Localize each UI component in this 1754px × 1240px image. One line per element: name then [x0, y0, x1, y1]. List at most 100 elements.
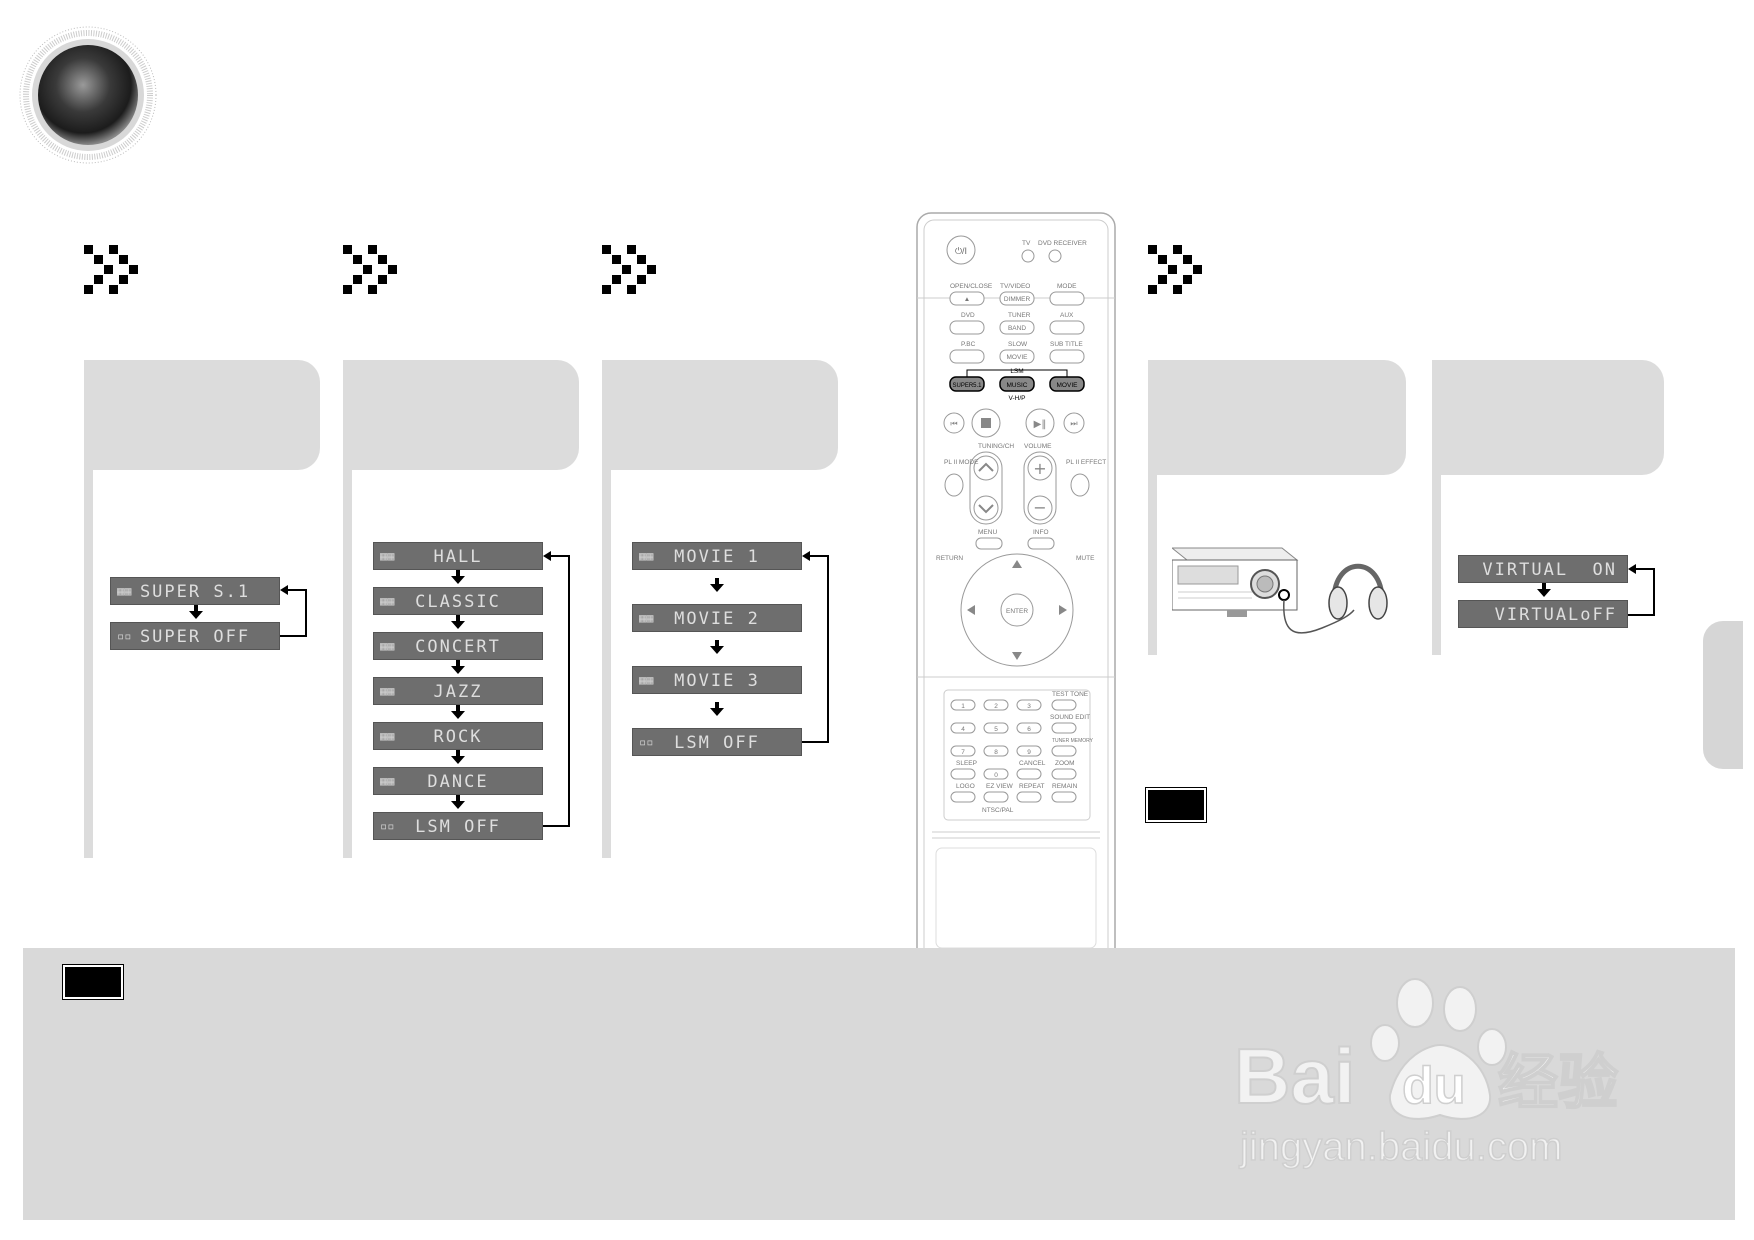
- ez-view-button[interactable]: [983, 791, 1009, 803]
- dimmer-label: DIMMER: [1004, 296, 1031, 303]
- lcd-text: CONCERT: [415, 637, 501, 657]
- num-9-button[interactable]: [1016, 745, 1042, 757]
- chevron-down-icon: [978, 504, 994, 514]
- speaker-grid-icon: ▦▦: [380, 549, 395, 563]
- lcd-text: DANCE: [427, 772, 489, 792]
- minus-icon: −: [1033, 498, 1046, 517]
- loop-arrow: [802, 551, 829, 743]
- watermark-brand: Bai: [1234, 1032, 1355, 1120]
- num-6-button[interactable]: [1016, 722, 1042, 734]
- step-panel-header: [602, 360, 838, 470]
- movie-button[interactable]: [1049, 376, 1085, 392]
- chevron-marker-icon: [84, 245, 138, 294]
- num-0-button[interactable]: [983, 768, 1009, 780]
- dvd-button[interactable]: [949, 320, 985, 335]
- logo-button[interactable]: [950, 791, 976, 803]
- tuning-label: TUNING/CH: [978, 443, 1014, 450]
- step-panel-header: [84, 360, 320, 470]
- eject-icon: ▲: [964, 296, 970, 303]
- plus-icon: +: [1033, 459, 1046, 478]
- arrow-right-icon: [1059, 605, 1067, 615]
- num-3-button[interactable]: [1016, 699, 1042, 711]
- mode-label: MODE: [1057, 283, 1077, 290]
- open-close-label: OPEN/CLOSE: [950, 283, 993, 290]
- cancel-button[interactable]: [1016, 768, 1042, 780]
- skip-back-icon: ⏮: [950, 419, 957, 428]
- play-pause-button[interactable]: [1025, 408, 1055, 438]
- tuner-memory-button[interactable]: [1051, 745, 1077, 757]
- enter-button[interactable]: [1000, 593, 1034, 627]
- lcd-display: ▫▫LSM OFF: [373, 812, 543, 840]
- info-button[interactable]: [1027, 537, 1055, 550]
- remote-control: ⏻/I TV DVD RECEIVER OPEN/CLOSE TV/VIDEO …: [916, 212, 1116, 966]
- ez-view-label: EZ VIEW: [986, 783, 1014, 790]
- enter-label: ENTER: [1006, 608, 1028, 615]
- music-button[interactable]: [999, 376, 1035, 392]
- lcd-display: ▦▦CLASSIC: [373, 587, 543, 615]
- numpad: 1 2 3 4 5 6 7 8 9 SLEEP CANCEL 0 LOGO EZ…: [950, 691, 1094, 814]
- next-button[interactable]: [1063, 412, 1085, 434]
- volume-label: VOLUME: [1024, 443, 1052, 450]
- sound-edit-button[interactable]: [1051, 722, 1077, 734]
- remain-button[interactable]: [1051, 791, 1077, 803]
- tuner-memory-label: TUNER MEMORY: [1052, 738, 1094, 744]
- step-panel-header: [1148, 360, 1406, 475]
- lcd-text: MOVIE 2: [674, 609, 760, 629]
- speaker-grid-icon: ▦▦: [639, 549, 654, 563]
- menu-button[interactable]: [975, 537, 1003, 550]
- pbc-button[interactable]: [949, 349, 985, 364]
- step-panel-header: [343, 360, 579, 470]
- arrow-down-icon: [451, 750, 465, 764]
- chevron-up-icon: [978, 462, 994, 472]
- speaker-grid-icon: ▦▦: [380, 729, 395, 743]
- aux-button[interactable]: [1049, 320, 1085, 335]
- super51-button[interactable]: [949, 376, 985, 392]
- subtitle-button[interactable]: [1049, 349, 1085, 364]
- sound-edit-label: SOUND EDIT: [1050, 714, 1090, 721]
- num-4-button[interactable]: [950, 722, 976, 734]
- slow-button[interactable]: [999, 349, 1035, 364]
- step-panel-rail: [1148, 475, 1157, 655]
- lcd-text: ROCK: [433, 727, 483, 747]
- chevron-marker-icon: [343, 245, 397, 294]
- baidu-watermark-logo: Bai du 经验 jingyan.baidu.com: [1233, 978, 1619, 1170]
- loop-arrow: [543, 551, 570, 827]
- note-box: [62, 964, 124, 1000]
- music-label: MUSIC: [1007, 382, 1028, 389]
- zoom-button[interactable]: [1051, 768, 1077, 780]
- chevron-marker-icon: [602, 245, 656, 294]
- step-panel-rail: [84, 470, 93, 858]
- num-1-button[interactable]: [950, 699, 976, 711]
- open-close-button[interactable]: [949, 291, 985, 306]
- test-tone-button[interactable]: [1051, 699, 1077, 711]
- mode-button[interactable]: [1049, 291, 1085, 306]
- num-2-button[interactable]: [983, 699, 1009, 711]
- speaker-grid-icon: ▦▦: [380, 594, 395, 608]
- step-panel-header: [1432, 360, 1664, 475]
- power-label: ⏻/I: [955, 246, 967, 256]
- lcd-text: JAZZ: [433, 682, 483, 702]
- num-label: 1: [961, 703, 965, 710]
- pl2-effect-button[interactable]: [1070, 473, 1090, 497]
- pl2-mode-button[interactable]: [944, 473, 964, 497]
- speaker-off-icon: ▫▫: [639, 735, 654, 749]
- repeat-button[interactable]: [1016, 791, 1042, 803]
- lcd-text: SUPER OFF: [139, 627, 251, 647]
- cancel-label: CANCEL: [1019, 760, 1046, 767]
- tv-video-button[interactable]: [999, 291, 1035, 306]
- prev-button[interactable]: [943, 412, 965, 434]
- lcd-display: ▦▦DANCE: [373, 767, 543, 795]
- num-7-button[interactable]: [950, 745, 976, 757]
- speaker-grid-icon: ▦▦: [380, 684, 395, 698]
- num-label: 7: [961, 749, 965, 756]
- info-label: INFO: [1033, 529, 1049, 536]
- zoom-label: ZOOM: [1055, 760, 1075, 767]
- watermark-suffix: 经验: [1498, 1048, 1618, 1118]
- pl2-mode-label: PL II MODE: [944, 459, 979, 466]
- subtitle-label: SUB TITLE: [1050, 341, 1083, 348]
- num-8-button[interactable]: [983, 745, 1009, 757]
- tuner-button[interactable]: [999, 320, 1035, 335]
- remain-label: REMAIN: [1052, 783, 1078, 790]
- sleep-button[interactable]: [950, 768, 976, 780]
- num-5-button[interactable]: [983, 722, 1009, 734]
